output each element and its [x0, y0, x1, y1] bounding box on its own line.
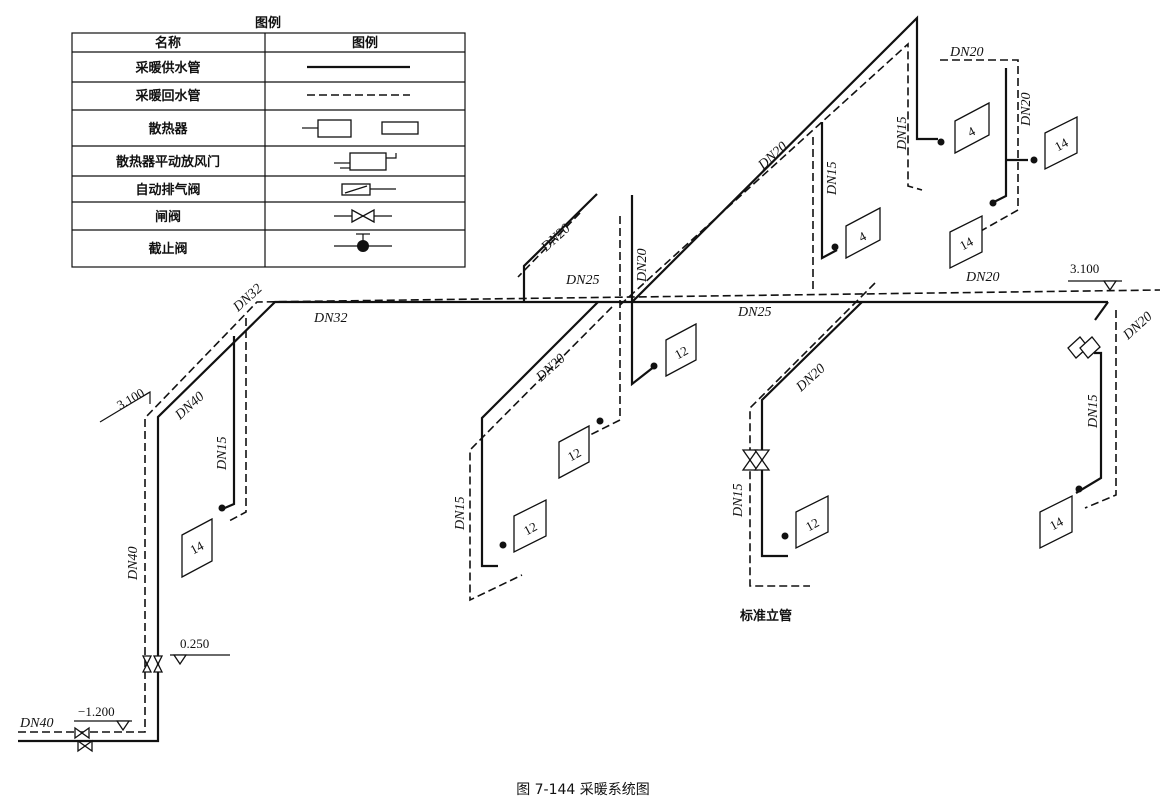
legend-header-name: 名称 — [155, 35, 181, 51]
svg-text:DN25: DN25 — [565, 273, 599, 288]
svg-text:DN15: DN15 — [215, 437, 230, 471]
globe-valve-icon — [596, 417, 604, 425]
supply-piping — [18, 15, 1109, 743]
svg-text:DN15: DN15 — [453, 497, 468, 531]
globe-valve-icon — [937, 138, 945, 146]
legend-frame — [71, 32, 466, 268]
svg-text:DN40: DN40 — [126, 547, 141, 581]
globe-valve-icon — [334, 233, 392, 252]
radiator: 14 — [949, 214, 983, 270]
svg-text:12: 12 — [521, 519, 540, 538]
globe-valve-icon — [989, 199, 997, 207]
svg-text:DN20: DN20 — [1019, 93, 1034, 127]
svg-text:DN20: DN20 — [533, 351, 569, 385]
svg-text:DN32: DN32 — [313, 311, 347, 326]
gate-valve-icon — [741, 449, 771, 471]
dn15-right: DN15 — [1086, 395, 1101, 429]
radiator: 4 — [954, 101, 990, 155]
globe-valve-icon — [1075, 485, 1083, 493]
figure-caption: 图 7-144 采暖系统图 — [516, 782, 650, 798]
globe-valve-icon — [650, 362, 658, 370]
svg-text:DN15: DN15 — [895, 117, 910, 151]
globe-valve-icon — [218, 504, 226, 512]
globe-valve-icon — [1030, 156, 1038, 164]
radiator: 12 — [513, 498, 547, 554]
radiator: 12 — [665, 322, 697, 378]
legend-row-name: 闸阀 — [155, 209, 181, 225]
auto-air-valve-icon — [1067, 336, 1101, 359]
elevation-label: 3.100 — [114, 385, 147, 413]
svg-text:DN20: DN20 — [755, 139, 791, 173]
radiator: 14 — [1044, 115, 1078, 171]
svg-text:12: 12 — [565, 445, 584, 464]
elevation-label: 0.250 — [180, 636, 209, 651]
gate-valve-icon — [141, 655, 164, 673]
pipe-size-labels: DN40 DN40 DN40 DN32 DN32 DN25 DN25 DN20 … — [19, 45, 1156, 731]
return-piping — [18, 42, 1161, 733]
valves — [74, 138, 1101, 753]
gate-valve-icon — [334, 208, 392, 224]
radiator: 14 — [1039, 494, 1073, 550]
legend-row-name: 散热器 — [148, 121, 188, 137]
globe-valve-icon — [499, 541, 507, 549]
svg-text:DN15: DN15 — [731, 484, 746, 518]
svg-text:DN20: DN20 — [965, 270, 999, 285]
svg-text:DN40: DN40 — [172, 389, 208, 423]
elevation-markers: 3.100 3.100 0.250 −1.200 — [74, 261, 1122, 732]
legend-row-name: 截止阀 — [148, 241, 187, 257]
elevation-label: 3.100 — [1070, 261, 1099, 276]
legend: 图例 名称 图例 采暖供水管 采暖回水管 散热器 散热器平动放风门 自动排气阀 … — [71, 15, 466, 268]
radiator: 4 — [845, 206, 881, 260]
legend-row-name: 散热器平动放风门 — [116, 154, 220, 170]
legend-row-name: 采暖供水管 — [134, 60, 200, 76]
svg-text:DN20: DN20 — [635, 249, 650, 283]
svg-text:DN20: DN20 — [1120, 309, 1156, 343]
globe-valve-icon — [831, 243, 839, 251]
svg-text:DN20: DN20 — [949, 45, 983, 60]
radiator: 12 — [558, 424, 590, 480]
radiator: 14 — [181, 517, 213, 579]
legend-row-name: 采暖回水管 — [134, 88, 200, 104]
elevation-label: −1.200 — [78, 704, 115, 719]
radiator-icon — [302, 119, 419, 138]
legend-row-name: 自动排气阀 — [135, 182, 200, 198]
radiator: 12 — [795, 494, 829, 550]
auto-air-valve-icon — [341, 183, 396, 196]
radiators: 14 12 12 12 12 4 4 14 — [181, 101, 1078, 579]
legend-header-symbol: 图例 — [352, 35, 378, 51]
svg-text:DN25: DN25 — [737, 305, 771, 320]
svg-text:DN40: DN40 — [19, 716, 53, 731]
svg-text:12: 12 — [803, 515, 822, 534]
legend-title: 图例 — [255, 15, 281, 31]
gate-valve-icon — [74, 726, 93, 753]
svg-text:DN15: DN15 — [825, 162, 840, 196]
riser-note: 标准立管 — [739, 608, 792, 624]
svg-text:12: 12 — [672, 343, 691, 362]
globe-valve-icon — [781, 532, 789, 540]
svg-text:DN20: DN20 — [793, 361, 829, 395]
radiator-air-vent-icon — [334, 152, 397, 171]
